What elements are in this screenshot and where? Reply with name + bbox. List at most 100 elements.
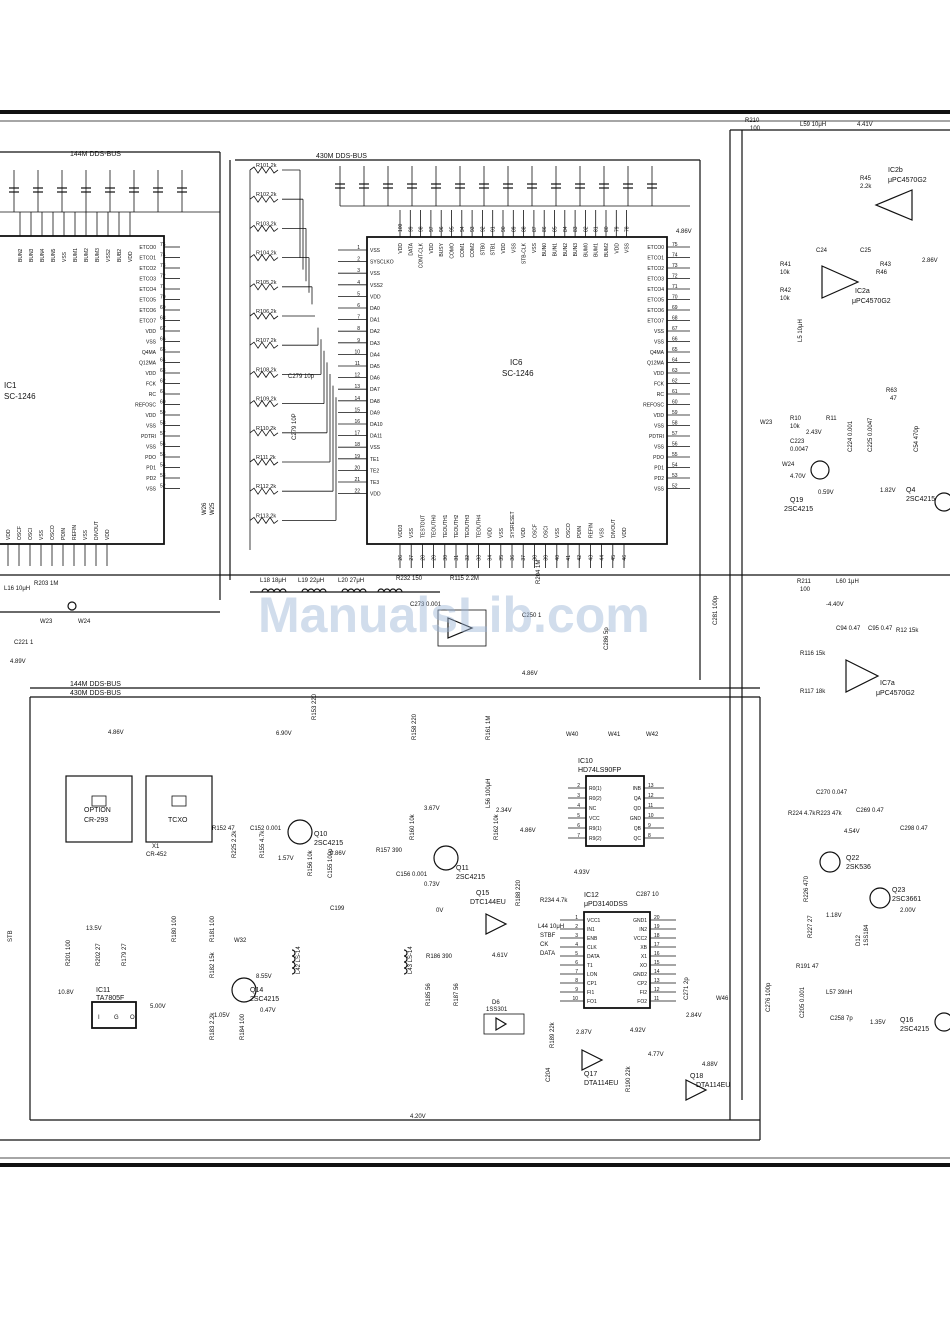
inverter-symbol — [447, 617, 474, 639]
ic6-top-pin-number: 79 — [614, 226, 620, 232]
ic1-pin-name: FCK — [146, 382, 157, 388]
ic6-bottom-pin-number: 39 — [544, 555, 550, 561]
v488-label: 4.88V — [702, 1062, 718, 1068]
ic6-top-pin-name: COMO — [450, 243, 456, 259]
ic6-top-pin-name: VSS — [511, 242, 517, 253]
ic6-pin-number: 65 — [672, 347, 678, 353]
ic6-bottom-pin-name: TEOUTH0 — [432, 514, 438, 538]
ic6-top-pins: VDD100DATA99CONT-CLK98VDD97BUSY96COMO95C… — [398, 210, 631, 268]
ic6-pin-number: 64 — [672, 358, 678, 364]
ic6-pin-number: 58 — [672, 421, 678, 427]
ic6-top-pin-number: 84 — [563, 226, 569, 232]
ic12-pin-number: 13 — [654, 978, 660, 984]
option-part: CR-293 — [84, 817, 108, 824]
r211-label: R211 — [797, 579, 812, 585]
ic12-pin-number: 5 — [575, 951, 578, 957]
ic2b-part: μPC4570G2 — [888, 177, 927, 184]
ic1-top-pin-name: BUM3 — [95, 248, 101, 262]
ladder-resistor — [249, 399, 279, 408]
ic6-bottom-pin-number: 33 — [476, 555, 482, 561]
c270-label: C270 0.047 — [816, 790, 848, 796]
r201-label: R201 100 — [66, 939, 72, 966]
ladder-resistor-label: R111 2k — [256, 455, 276, 461]
ic10-pin-number: 2 — [577, 783, 580, 789]
ic6-top-pin-name: BUSY — [439, 242, 445, 256]
q10-part: 2SC4215 — [314, 840, 343, 847]
c298-label: C298 0.47 — [900, 826, 928, 832]
ic1-pin-number: 54 — [160, 463, 166, 469]
d6-symbol — [495, 1016, 508, 1032]
q23-part: 2SC3661 — [892, 896, 921, 903]
r41-label: R41 — [780, 262, 792, 268]
ic12-pin-name: CLK — [587, 945, 597, 951]
ic1-pin-name: VSS — [146, 424, 157, 430]
q17-part: DTA114EU — [584, 1080, 618, 1087]
ic1-pin-name: VSS — [146, 445, 157, 451]
ic1-pin-name: Q4MA — [142, 350, 157, 356]
w42-label: W42 — [646, 732, 659, 738]
ic6-pin-name: SYSCLKO — [370, 260, 394, 266]
r43-label: R43 — [880, 262, 892, 268]
ic6-pin-name: ETCO1 — [647, 256, 664, 262]
r183-label: R183 2.2k — [210, 1012, 216, 1040]
ic1-pin-number: 69 — [160, 305, 166, 311]
l18-label: L18 18μH — [260, 578, 286, 584]
ic6-pin-name: VSS — [654, 424, 665, 430]
ic12-pin-name: DATA — [587, 954, 600, 960]
ic1-top-pin-name: VSS2 — [106, 249, 112, 262]
ic6-pin-name: ETCO3 — [647, 277, 664, 283]
ladder-resistor — [249, 370, 279, 379]
ic1-pin-number: 72 — [160, 274, 166, 280]
c225-label: C225 0.0047 — [868, 417, 874, 452]
ic1-pin-number: 58 — [160, 421, 166, 427]
ic6-top-pin-number: 78 — [625, 226, 631, 232]
ic1-top-pin-name: BUM2 — [84, 248, 90, 262]
bus-144-bottom-label: 144M DDS-BUS — [70, 681, 121, 688]
ic12-pin-number: 16 — [654, 951, 660, 957]
ic6-pin-name: VDD — [370, 294, 381, 300]
ic12-pin-number: 18 — [654, 933, 660, 939]
d12-label: D12 — [856, 934, 862, 946]
ic2b-ref: IC2b — [888, 167, 903, 174]
ic6-bottom-pin-name: VDD — [622, 527, 628, 538]
ic10-pin-name: QA — [634, 796, 642, 802]
ic6-bottom-pin-name: VDD — [488, 527, 494, 538]
ic6-pin-number: 1 — [357, 245, 360, 251]
r155-label: R155 4.7k — [260, 830, 266, 858]
ic6-pin-number: 59 — [672, 410, 678, 416]
ic6-pin-name: ETCO5 — [647, 298, 664, 304]
l60-label: L60 1μH — [836, 579, 859, 585]
r179-label: R179 27 — [122, 943, 128, 966]
ic12-pin-number: 3 — [575, 933, 578, 939]
q23-symbol — [869, 887, 891, 909]
ic7a-opamp: R211 100 L60 1μH -4.40V C94 0.47 C95 0.4… — [797, 579, 919, 697]
ic6-pin-number: 10 — [354, 349, 360, 355]
v287-label: 2.87V — [576, 1030, 592, 1036]
ic6-pin-number: 62 — [672, 379, 678, 385]
ic6-pin-number: 12 — [354, 373, 360, 379]
r63-label: R63 — [886, 388, 898, 394]
ic6-bottom-pin-number: 35 — [499, 555, 505, 561]
ic6-bottom-pin-number: 44 — [600, 555, 606, 561]
ic6-pin-number: 61 — [672, 389, 678, 395]
ic6-top-pin-name: VDD — [501, 243, 507, 254]
ic6-bottom-pin-name: REFIN — [588, 523, 594, 538]
r161-label: R161 1M — [486, 716, 492, 740]
r42-label: R42 — [780, 288, 792, 294]
c204-label: C204 — [546, 1067, 552, 1082]
v477-label: 4.77V — [648, 1052, 664, 1058]
ic1-pin-name: VSS — [146, 340, 157, 346]
ic11-pin-name: O — [130, 1015, 135, 1021]
ic1-bottom-pin-name: OSCI — [28, 528, 34, 540]
ic6-bottom-pin-number: 45 — [611, 555, 617, 561]
ic6-top-pin-number: 91 — [491, 226, 497, 232]
ic10-pin-number: 10 — [648, 813, 654, 819]
ic6-ref: IC6 — [510, 358, 523, 367]
ic6-pin-name: VSS — [654, 340, 665, 346]
ic6-bottom-pin-number: 30 — [443, 555, 449, 561]
ic1-pin-name: ETCO0 — [139, 245, 156, 251]
ic6-pin-number: 75 — [672, 242, 678, 248]
v420-label: 4.20V — [410, 1114, 426, 1120]
ic6-pin-name: PD2 — [654, 476, 664, 482]
